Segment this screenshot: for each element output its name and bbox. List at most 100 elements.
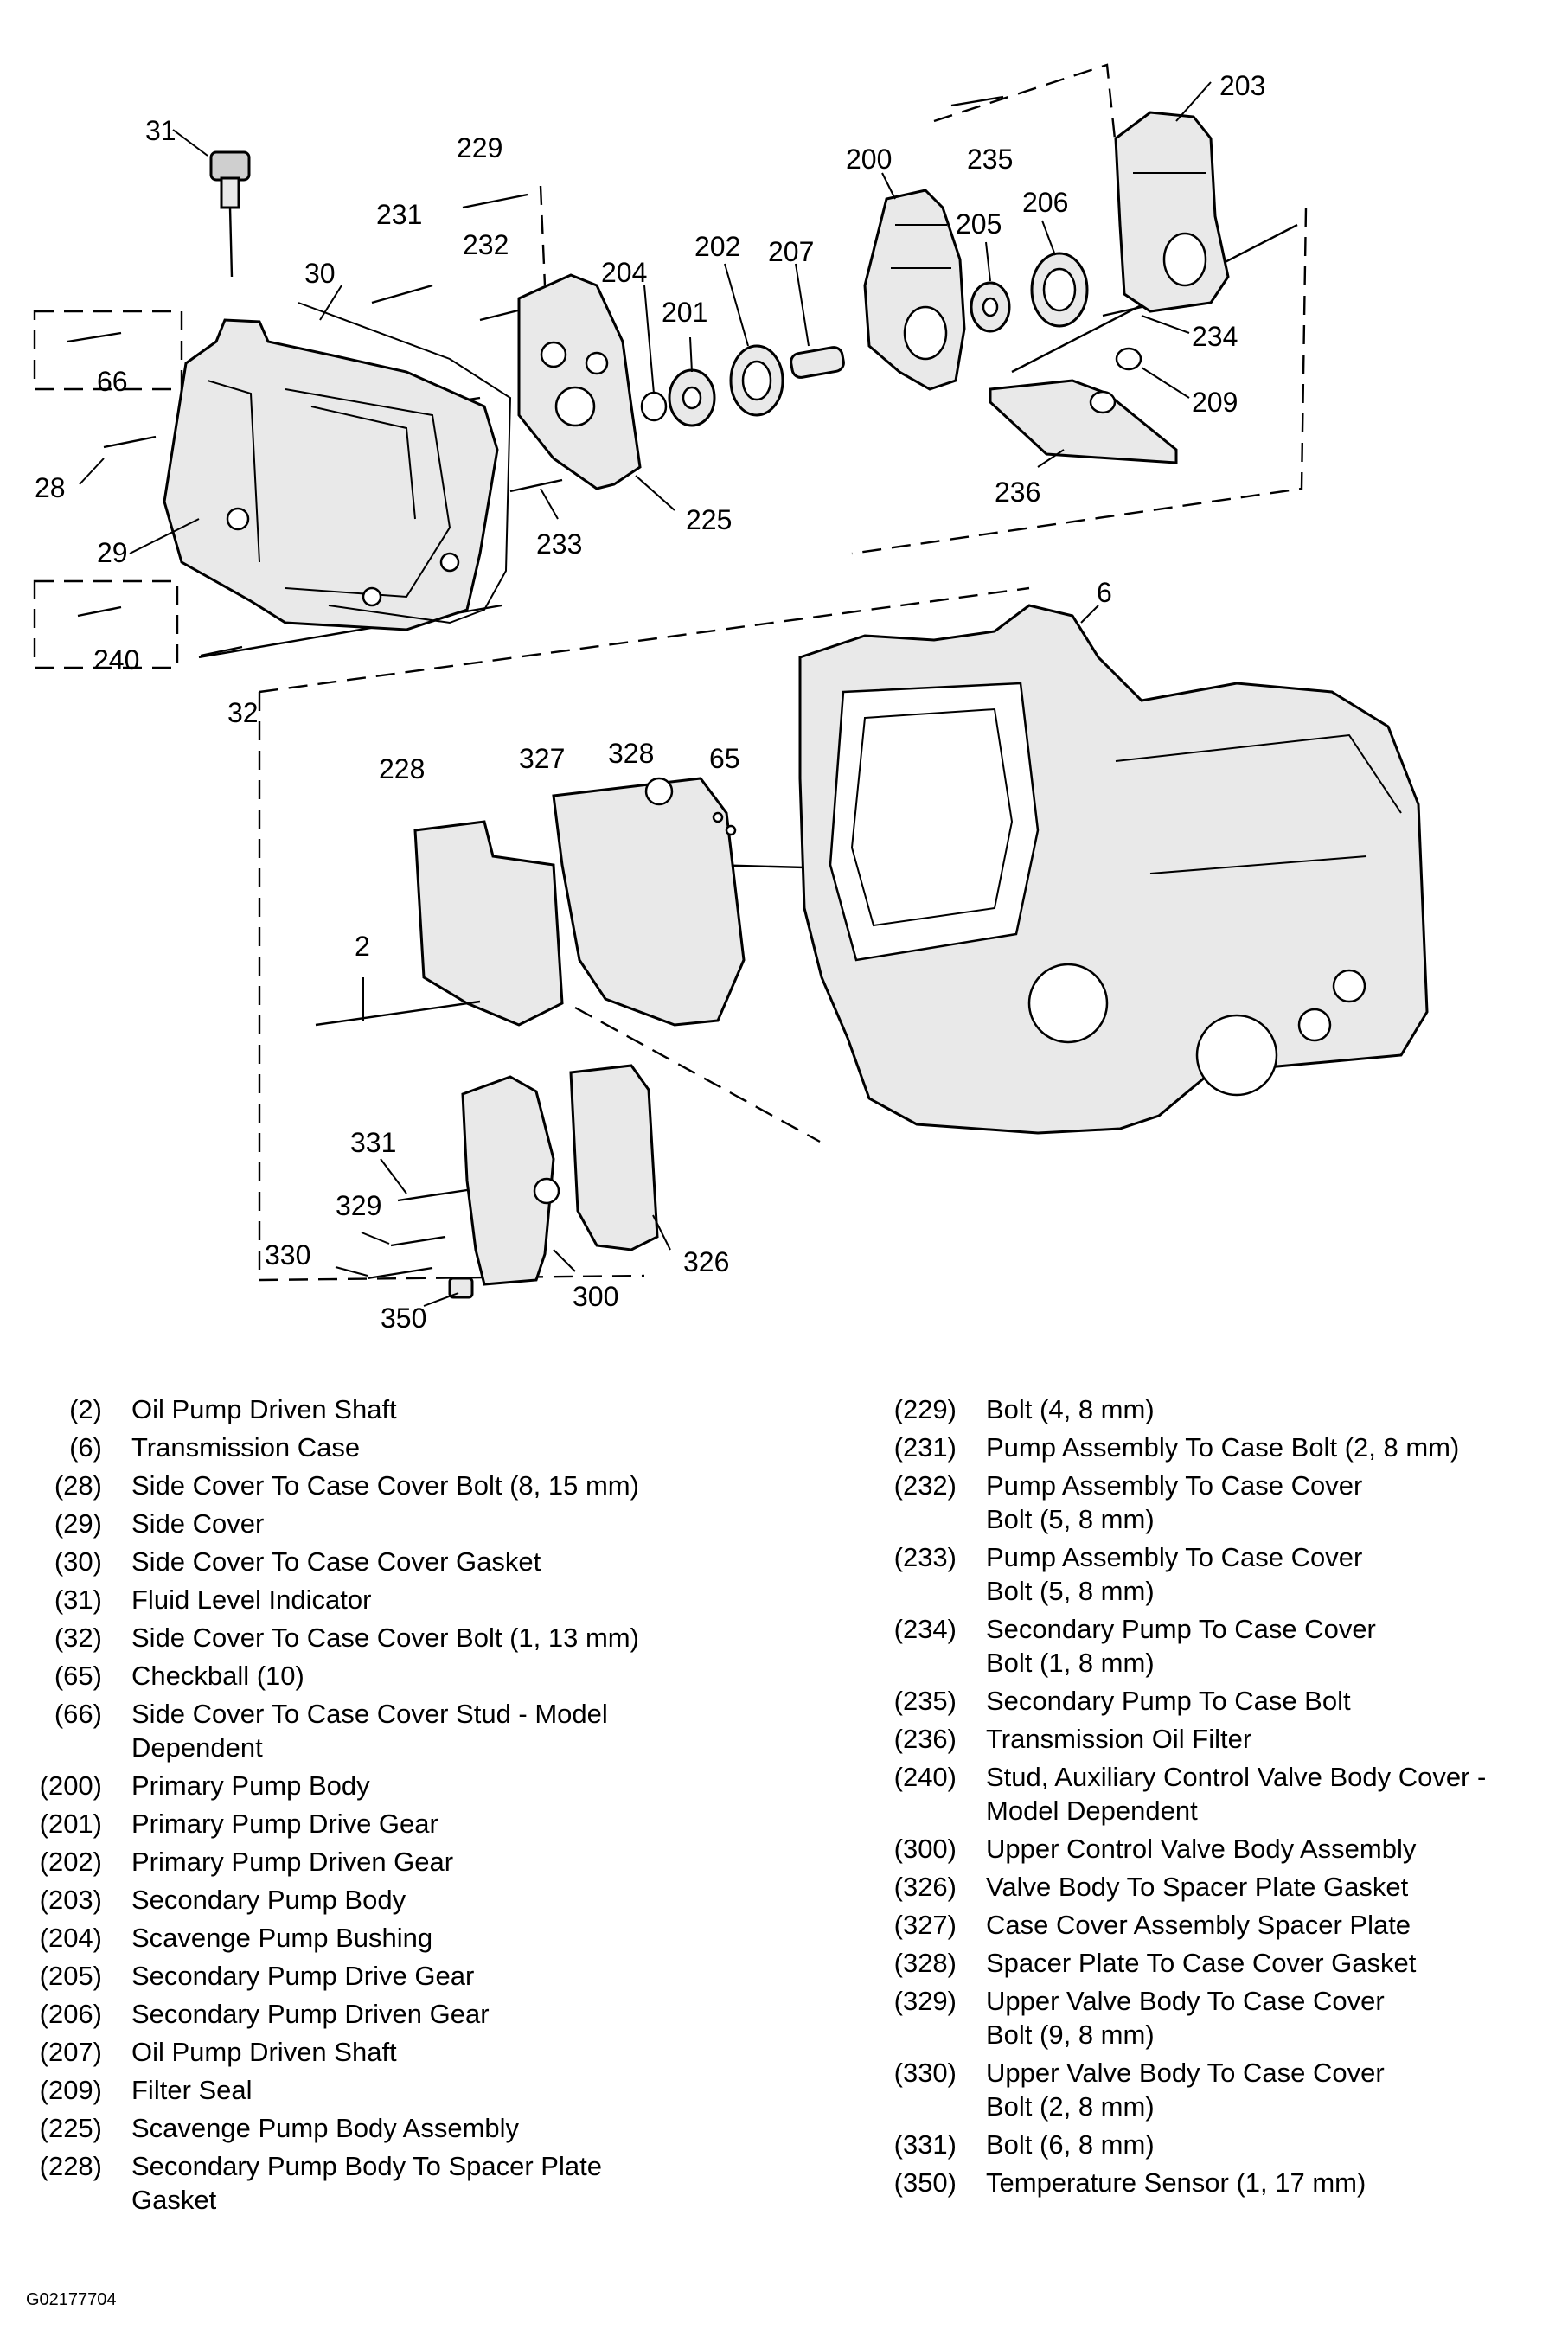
legend-item: (2) Oil Pump Driven Shaft: [26, 1392, 856, 1426]
legend-item: (203) Secondary Pump Body: [26, 1883, 856, 1917]
legend-item-number: (207): [39, 2037, 102, 2067]
part-primary-pump-body: [863, 189, 966, 391]
part-transmission-case: [798, 604, 1429, 1135]
part-primary-pump-gears: [640, 344, 845, 427]
callout-326: 326: [683, 1246, 729, 1277]
callout-32: 32: [227, 697, 259, 728]
callout-229: 229: [457, 132, 502, 163]
legend-item: (328) Spacer Plate To Case Cover Gasket: [874, 1946, 1557, 1980]
legend-item-description: Upper Valve Body To Case Cover Bolt (9, …: [986, 1986, 1385, 2050]
callout-330: 330: [265, 1239, 310, 1271]
legend-item-description: Checkball (10): [131, 1661, 304, 1691]
legend-item-description: Secondary Pump Body To Spacer Plate Gask…: [131, 2151, 602, 2215]
legend-item-description: Fluid Level Indicator: [131, 1584, 372, 1615]
callout-65: 65: [709, 743, 740, 774]
legend-item: (240) Stud, Auxiliary Control Valve Body…: [874, 1760, 1557, 1828]
part-filter-seal: [1115, 347, 1142, 371]
part-secondary-pump-body: [1114, 111, 1230, 313]
callout-228: 228: [379, 753, 425, 784]
legend-item-number: (206): [39, 1999, 102, 2029]
legend-left-column: (2) Oil Pump Driven Shaft (6) Transmissi…: [26, 1392, 856, 2221]
legend-item: (331) Bolt (6, 8 mm): [874, 2128, 1557, 2161]
legend-item-description: Secondary Pump Driven Gear: [131, 1999, 490, 2029]
callout-225: 225: [686, 504, 732, 535]
legend-item-number: (300): [893, 1834, 957, 1864]
legend-item-number: (326): [893, 1872, 957, 1902]
legend-item-number: (204): [39, 1923, 102, 1953]
legend-item-description: Scavenge Pump Bushing: [131, 1923, 433, 1953]
callout-327: 327: [519, 743, 565, 774]
legend-item: (205) Secondary Pump Drive Gear: [26, 1959, 856, 1993]
legend-item-number: (327): [893, 1910, 957, 1940]
legend-item: (207) Oil Pump Driven Shaft: [26, 2035, 856, 2069]
legend-item-number: (202): [39, 1847, 102, 1877]
legend-item-number: (209): [39, 2075, 102, 2105]
part-spacer-plates: [413, 777, 746, 1027]
legend-item-number: (229): [893, 1394, 957, 1424]
legend-item-description: Oil Pump Driven Shaft: [131, 1394, 397, 1424]
callout-329: 329: [336, 1190, 381, 1221]
callout-236: 236: [995, 477, 1040, 508]
legend-item-number: (231): [893, 1432, 957, 1463]
callout-300: 300: [573, 1281, 618, 1312]
part-side-cover-gasket: [298, 302, 512, 624]
legend-item-description: Pump Assembly To Case Bolt (2, 8 mm): [986, 1432, 1460, 1463]
callout-203: 203: [1219, 70, 1265, 101]
legend-item: (330) Upper Valve Body To Case Cover Bol…: [874, 2056, 1557, 2123]
legend-item: (350) Temperature Sensor (1, 17 mm): [874, 2166, 1557, 2199]
legend-item-description: Primary Pump Body: [131, 1770, 370, 1801]
legend-item-description: Spacer Plate To Case Cover Gasket: [986, 1948, 1417, 1978]
legend-item-number: (2): [69, 1394, 102, 1424]
callout-31: 31: [145, 115, 176, 146]
legend-item: (326) Valve Body To Spacer Plate Gasket: [874, 1870, 1557, 1904]
legend-item: (206) Secondary Pump Driven Gear: [26, 1997, 856, 2031]
legend-item: (66) Side Cover To Case Cover Stud - Mod…: [26, 1697, 856, 1764]
part-scavenge-pump-body: [517, 273, 642, 490]
legend-item: (327) Case Cover Assembly Spacer Plate: [874, 1908, 1557, 1942]
callout-232: 232: [463, 229, 509, 260]
legend-item-number: (225): [39, 2113, 102, 2143]
callout-209: 209: [1192, 387, 1238, 418]
part-upper-control-valve-body: [461, 1064, 659, 1286]
legend-item-description: Side Cover: [131, 1508, 265, 1539]
legend-item-description: Secondary Pump Drive Gear: [131, 1961, 475, 1991]
legend-item-description: Upper Control Valve Body Assembly: [986, 1834, 1417, 1864]
legend-item-description: Filter Seal: [131, 2075, 253, 2105]
legend-item: (204) Scavenge Pump Bushing: [26, 1921, 856, 1955]
legend-item: (228) Secondary Pump Body To Spacer Plat…: [26, 2149, 856, 2217]
legend-item-number: (350): [893, 2167, 957, 2198]
legend-item-number: (29): [54, 1508, 102, 1539]
callout-350: 350: [381, 1303, 426, 1334]
callout-202: 202: [694, 231, 740, 262]
legend-item: (231) Pump Assembly To Case Bolt (2, 8 m…: [874, 1431, 1557, 1464]
legend-item: (28) Side Cover To Case Cover Bolt (8, 1…: [26, 1469, 856, 1502]
part-oil-pump-driven-shaft: [315, 1000, 481, 1027]
legend-item-number: (201): [39, 1808, 102, 1839]
legend-item-description: Stud, Auxiliary Control Valve Body Cover…: [986, 1762, 1487, 1826]
callout-240: 240: [93, 644, 139, 675]
legend-item: (29) Side Cover: [26, 1507, 856, 1540]
legend-item: (235) Secondary Pump To Case Bolt: [874, 1684, 1557, 1718]
legend-item-description: Upper Valve Body To Case Cover Bolt (2, …: [986, 2058, 1385, 2122]
legend-item-description: Side Cover To Case Cover Bolt (1, 13 mm): [131, 1623, 639, 1653]
part-transmission-oil-filter: [989, 379, 1178, 464]
legend-item: (32) Side Cover To Case Cover Bolt (1, 1…: [26, 1621, 856, 1655]
legend-item: (229) Bolt (4, 8 mm): [874, 1392, 1557, 1426]
legend-item-number: (236): [893, 1724, 957, 1754]
legend-item-description: Scavenge Pump Body Assembly: [131, 2113, 520, 2143]
legend-item-number: (32): [54, 1623, 102, 1653]
callout-labels: 31 229 231 232 30 66 28 29 240 32 204 20…: [35, 70, 1265, 1334]
legend-item-number: (234): [893, 1614, 957, 1644]
callout-328: 328: [608, 738, 654, 769]
legend-item-number: (203): [39, 1885, 102, 1915]
legend-item-number: (200): [39, 1770, 102, 1801]
callout-28: 28: [35, 472, 66, 503]
legend-right-column: (229) Bolt (4, 8 mm) (231) Pump Assembly…: [874, 1392, 1557, 2204]
part-side-cover: [163, 318, 499, 631]
legend-item-description: Case Cover Assembly Spacer Plate: [986, 1910, 1411, 1940]
legend-item-number: (235): [893, 1686, 957, 1716]
legend-item-number: (6): [69, 1432, 102, 1463]
legend-item-number: (331): [893, 2129, 957, 2160]
part-secondary-pump-gears: [970, 252, 1089, 333]
legend-item: (233) Pump Assembly To Case Cover Bolt (…: [874, 1540, 1557, 1608]
